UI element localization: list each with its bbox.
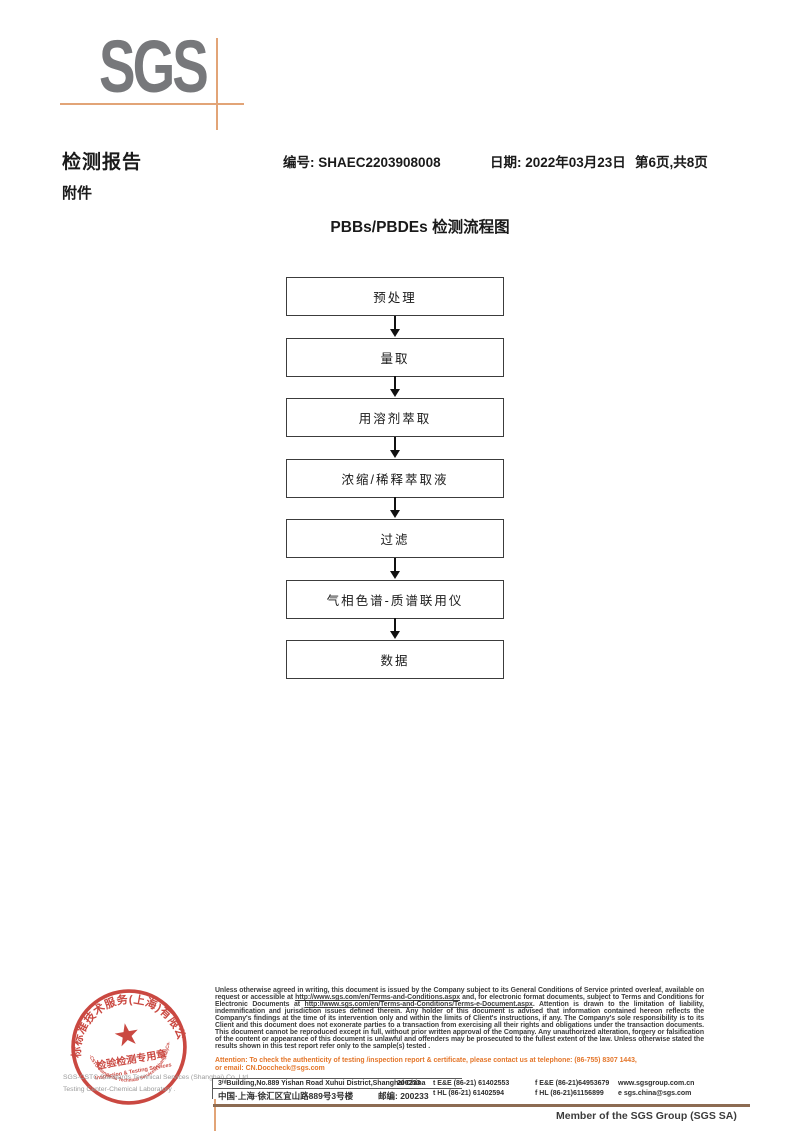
address-chinese: 中国·上海·徐汇区宜山路889号3号楼 xyxy=(218,1090,354,1101)
flow-step-box: 预处理 xyxy=(286,277,504,316)
down-arrow-icon xyxy=(390,376,400,397)
logo-vertical-line xyxy=(216,38,218,130)
address-table-top-border xyxy=(213,1078,462,1079)
page-indicator: 第6页,共8页 xyxy=(635,155,708,170)
lab-department-name: Testing Center-Chemical Laboratory . xyxy=(63,1086,176,1093)
address-table-divider xyxy=(213,1088,462,1089)
fax-english: f E&E (86-21)64953679 xyxy=(535,1079,610,1087)
phone-english: t E&E (86-21) 61402553 xyxy=(433,1079,510,1087)
postcode-english: 200233 xyxy=(397,1079,421,1087)
footer-brown-line xyxy=(213,1104,750,1107)
down-arrow-icon xyxy=(390,557,400,579)
flowchart-title: PBBs/PBDEs 检测流程图 xyxy=(330,219,510,236)
terms-url: http://www.sgs.com/en/Terms-and-Conditio… xyxy=(295,994,461,1001)
report-date: 日期: 2022年03月23日 xyxy=(490,155,626,170)
down-arrow-icon xyxy=(390,497,400,518)
lab-company-name: SGS-CSTC Standards Technical Services (S… xyxy=(63,1074,250,1081)
down-arrow-icon xyxy=(390,436,400,458)
address-table-left-border xyxy=(212,1078,213,1099)
fax-chinese: f HL (86-21)61156899 xyxy=(535,1089,604,1097)
sgs-logo: SGS xyxy=(99,25,209,108)
attachment-label: 附件 xyxy=(62,185,93,202)
down-arrow-icon xyxy=(390,618,400,639)
terms-url: http://www.sgs.com/en/Terms-and-Conditio… xyxy=(304,1001,533,1008)
flow-step-box: 量取 xyxy=(286,337,504,377)
address-english: 3ʳᵈBuilding,No.889 Yishan Road Xuhui Dis… xyxy=(218,1079,426,1087)
footer-orange-vertical-line xyxy=(214,1099,216,1131)
postcode-chinese: 邮编: 200233 xyxy=(378,1090,429,1101)
flow-step-box: 过滤 xyxy=(286,519,504,558)
attention-line-2: or email: CN.Doccheck@sgs.com xyxy=(215,1064,325,1072)
flow-step-box: 气相色谱-质谱联用仪 xyxy=(286,579,504,619)
star-icon: ★ xyxy=(110,1016,143,1054)
logo-horizontal-line xyxy=(60,103,244,105)
flow-step-box: 用溶剂萃取 xyxy=(286,398,504,437)
email-address: e sgs.china@sgs.com xyxy=(618,1089,692,1097)
sgs-membership-text: Member of the SGS Group (SGS SA) xyxy=(556,1110,737,1122)
report-title: 检测报告 xyxy=(62,152,143,173)
phone-chinese: t HL (86-21) 61402594 xyxy=(433,1089,505,1097)
website-url: www.sgsgroup.com.cn xyxy=(618,1079,695,1087)
flow-step-box: 浓缩/稀释萃取液 xyxy=(286,458,504,498)
terms-disclaimer-text: Unless otherwise agreed in writing, this… xyxy=(215,987,704,1050)
report-number: 编号: SHAEC2203908008 xyxy=(283,155,441,170)
down-arrow-icon xyxy=(390,315,400,337)
attention-line-1: Attention: To check the authenticity of … xyxy=(215,1057,637,1064)
flow-step-box: 数据 xyxy=(286,640,504,679)
